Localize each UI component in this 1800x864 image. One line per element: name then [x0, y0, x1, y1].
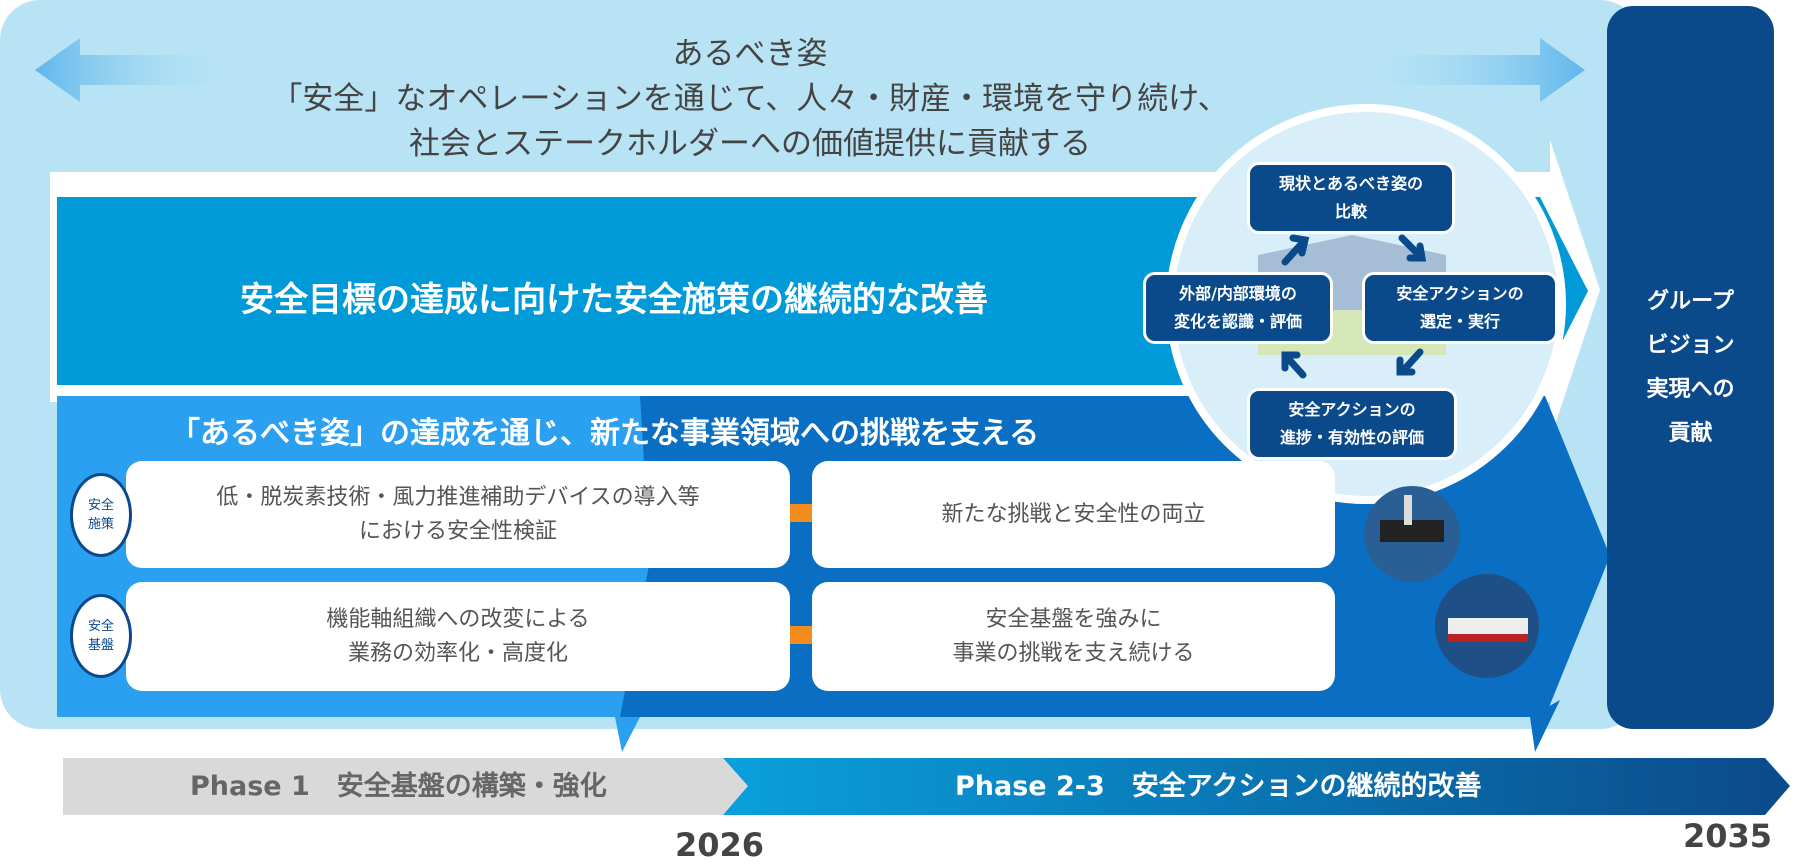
cycle-step-compare: 現状とあるべき姿の 比較	[1247, 162, 1455, 234]
current-card-foundation: 機能軸組織への改変による 業務の効率化・高度化	[126, 582, 790, 691]
ideal-state-header: あるべき姿 「安全」なオペレーションを通じて、人々・財産・環境を守り続け、 社会…	[0, 32, 1500, 167]
cycle-step-evaluate: 安全アクションの 進捗・有効性の評価	[1247, 388, 1457, 460]
cycle-arrows	[1281, 234, 1427, 379]
cycle-step-execute: 安全アクションの 選定・実行	[1362, 272, 1558, 344]
future-card-measures: 新たな挑戦と安全性の両立	[812, 461, 1335, 568]
phase1-label: Phase 1 安全基盤の構築・強化	[190, 771, 607, 802]
year-2026: 2026	[675, 826, 765, 864]
orange-arrows	[755, 494, 842, 654]
phase2-arrow	[723, 758, 1790, 815]
year-2035: 2035	[1683, 817, 1773, 855]
phase1-arrow	[63, 758, 763, 815]
right-double-arrow	[1350, 38, 1585, 102]
group-vision-panel: グループ ビジョン 実現への 貢献	[1607, 6, 1774, 729]
callout-pointer-2	[1530, 700, 1560, 752]
badge-safety-measures: 安全 施策	[70, 473, 132, 557]
ship-photo-1	[1364, 486, 1460, 582]
ship-photo-2	[1435, 574, 1539, 678]
callout-pointer-1	[615, 717, 640, 752]
badge-safety-foundation: 安全 基盤	[70, 594, 132, 678]
ideal-title: あるべき姿	[672, 36, 828, 72]
cycle-step-recognize: 外部/内部環境の 変化を認識・評価	[1143, 272, 1333, 344]
ideal-line2: 社会とステークホルダーへの価値提供に貢献する	[409, 126, 1091, 162]
band2-label: 「あるべき姿」の達成を通じ、新たな事業領域への挑戦を支える	[170, 416, 1040, 451]
phase2-label: Phase 2-3 安全アクションの継続的改善	[955, 771, 1482, 802]
ideal-line1: 「安全」なオペレーションを通じて、人々・財産・環境を守り続け、	[271, 81, 1229, 117]
future-card-foundation: 安全基盤を強みに 事業の挑戦を支え続ける	[812, 582, 1335, 691]
left-double-arrow	[35, 38, 240, 102]
band1-label: 安全目標の達成に向けた安全施策の継続的な改善	[240, 280, 988, 320]
current-card-measures: 低・脱炭素技術・風力推進補助デバイスの導入等 における安全性検証	[126, 461, 790, 568]
